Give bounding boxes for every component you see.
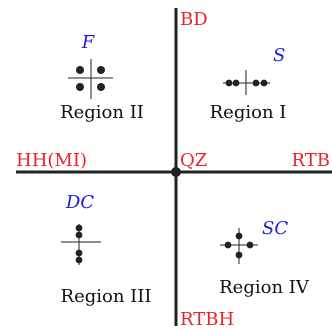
region-4-tag: SC xyxy=(262,218,288,239)
region-4: SC Region IV xyxy=(219,218,310,298)
region-4-label: Region IV xyxy=(219,277,310,298)
region-3-label: Region III xyxy=(61,286,152,307)
region-2-label: Region II xyxy=(60,102,144,123)
horizontal-dotted-cross-icon xyxy=(223,70,270,95)
axis-label-left: HH(MI) xyxy=(16,150,87,171)
region-2: F Region II xyxy=(60,32,144,123)
axis-label-top: BD xyxy=(180,9,208,30)
region-3-tag: DC xyxy=(65,192,94,213)
axis-label-origin: QZ xyxy=(180,150,207,171)
axis-label-right: RTB xyxy=(292,150,330,171)
region-1-label: Region I xyxy=(210,102,287,123)
region-1-tag: S xyxy=(273,45,285,66)
four-dot-quadrant-icon xyxy=(68,59,113,99)
region-2-tag: F xyxy=(81,32,96,53)
origin-dot xyxy=(171,167,181,177)
region-1: S Region I xyxy=(210,45,287,123)
axis-label-bottom: RTBH xyxy=(180,309,234,330)
vertical-dotted-cross-icon xyxy=(61,224,101,265)
symmetric-dotted-cross-icon xyxy=(220,228,258,264)
region-3: DC Region III xyxy=(61,192,152,307)
